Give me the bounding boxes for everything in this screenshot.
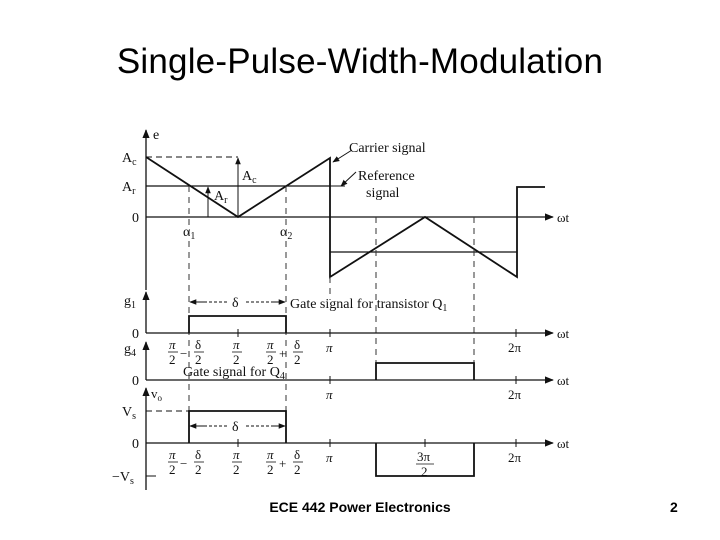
svg-text:π: π — [169, 447, 176, 462]
g4-pi-tick: π — [326, 387, 333, 402]
svg-text:π: π — [267, 447, 274, 462]
carrier-annotation: Carrier signal — [349, 141, 426, 156]
vo-3pi-num: 3π — [417, 449, 431, 464]
vo-plot: vo Vs 0 −Vs ωt δ π 2π 3π 2 — [112, 386, 570, 490]
omega-t-label: ωt — [557, 210, 570, 225]
reference-leader — [340, 171, 357, 187]
g4-omega-label: ωt — [557, 373, 570, 388]
slide-footer: ECE 442 Power Electronics — [269, 499, 451, 515]
ac-inline-label: Ac — [242, 169, 257, 186]
vo-zero: 0 — [132, 437, 139, 452]
g1-tick-fractions: π 2 − δ 2 π 2 π 2 + δ 2 — [168, 337, 303, 367]
svg-text:2: 2 — [233, 462, 240, 477]
g1-label: g1 — [124, 294, 136, 311]
g1-pulse — [188, 315, 287, 333]
vo-3pi-den: 2 — [421, 464, 428, 479]
svg-text:π: π — [233, 447, 240, 462]
svg-text:2: 2 — [195, 352, 202, 367]
svg-text:δ: δ — [195, 447, 201, 462]
svg-text:π: π — [267, 337, 274, 352]
svg-text:2: 2 — [233, 352, 240, 367]
neg-vs-label: −Vs — [112, 470, 134, 487]
g4-zero: 0 — [132, 374, 139, 389]
vo-pi-tick: π — [326, 450, 333, 465]
ar-inline-label: Ar — [214, 189, 228, 206]
g4-label: g4 — [124, 342, 136, 359]
alpha1-label: α1 — [183, 225, 195, 242]
svg-text:2: 2 — [169, 462, 176, 477]
svg-text:+: + — [279, 456, 286, 471]
zero-label: 0 — [132, 211, 139, 226]
svg-text:π: π — [233, 337, 240, 352]
g1-2pi-tick: 2π — [508, 340, 522, 355]
page-number: 2 — [670, 499, 678, 515]
carrier-signal — [145, 156, 545, 279]
g1-caption: Gate signal for transistor Q1 — [290, 297, 447, 314]
g1-pi-tick: π — [326, 340, 333, 355]
carrier-leader — [332, 149, 353, 163]
vo-2pi-tick: 2π — [508, 450, 522, 465]
svg-text:2: 2 — [267, 352, 274, 367]
alpha2-label: α2 — [280, 225, 292, 242]
vo-label: vo — [151, 386, 163, 403]
reference-annotation-line1: Reference — [358, 169, 415, 184]
svg-text:δ: δ — [294, 337, 300, 352]
vo-omega-label: ωt — [557, 436, 570, 451]
g1-omega-label: ωt — [557, 326, 570, 341]
g4-2pi-tick: 2π — [508, 387, 522, 402]
carrier-reference-plot: e ωt Ac Ar 0 Ac Ar α1 α2 Carrier signal … — [122, 128, 570, 290]
dashed-guides — [188, 186, 475, 443]
vo-tick-fractions: π 2 − δ 2 π 2 π 2 + δ 2 — [168, 447, 303, 477]
g4-caption: Gate signal for Q4 — [183, 365, 285, 382]
svg-text:2: 2 — [169, 352, 176, 367]
g1-plot: g1 0 ωt δ Gate signal for transistor Q1 … — [124, 291, 570, 355]
vs-label: Vs — [122, 405, 136, 422]
ar-level-label: Ar — [122, 180, 136, 197]
svg-text:δ: δ — [195, 337, 201, 352]
svg-text:−: − — [180, 346, 187, 361]
vo-delta-label: δ — [232, 420, 239, 435]
vo-negative-pulse — [375, 443, 475, 477]
svg-text:+: + — [279, 346, 286, 361]
svg-text:2: 2 — [195, 462, 202, 477]
ac-level-label: Ac — [122, 151, 137, 168]
g1-delta-label: δ — [232, 296, 239, 311]
svg-text:2: 2 — [267, 462, 274, 477]
slide-title: Single-Pulse-Width-Modulation — [116, 42, 604, 81]
reference-annotation-line2: signal — [366, 186, 400, 201]
g1-zero: 0 — [132, 327, 139, 342]
g4-pulse — [375, 362, 475, 380]
e-axis-label: e — [153, 128, 159, 143]
g4-plot: g4 0 ωt Gate signal for Q4 π 2π — [124, 341, 570, 402]
svg-text:−: − — [180, 456, 187, 471]
vo-positive-pulse — [188, 410, 287, 443]
svg-text:π: π — [169, 337, 176, 352]
svg-text:δ: δ — [294, 447, 300, 462]
svg-text:2: 2 — [294, 462, 301, 477]
svg-text:2: 2 — [294, 352, 301, 367]
